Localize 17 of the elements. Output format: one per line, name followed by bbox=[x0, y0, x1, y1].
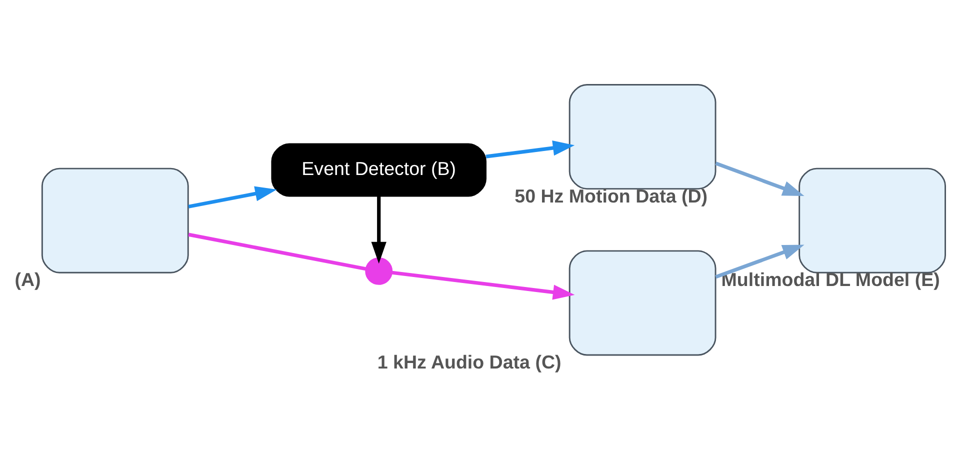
node-label: 50 Hz Motion Data (D) bbox=[514, 184, 708, 206]
node-label: Multimodal DL Model (E) bbox=[721, 268, 940, 290]
node-label: (A) bbox=[14, 268, 41, 290]
node-box bbox=[568, 250, 716, 356]
node-box bbox=[41, 167, 189, 273]
arrow bbox=[486, 140, 575, 158]
arrow bbox=[715, 161, 804, 196]
node-circle bbox=[365, 256, 393, 284]
node-box bbox=[798, 167, 946, 273]
arrow bbox=[715, 244, 804, 278]
arrow bbox=[188, 186, 277, 208]
arrow bbox=[392, 270, 575, 300]
node-box bbox=[568, 84, 716, 190]
connector bbox=[188, 232, 366, 270]
node-box: Event Detector (B) bbox=[271, 142, 486, 196]
arrow bbox=[371, 196, 386, 264]
node-label: 1 kHz Audio Data (C) bbox=[377, 351, 562, 372]
